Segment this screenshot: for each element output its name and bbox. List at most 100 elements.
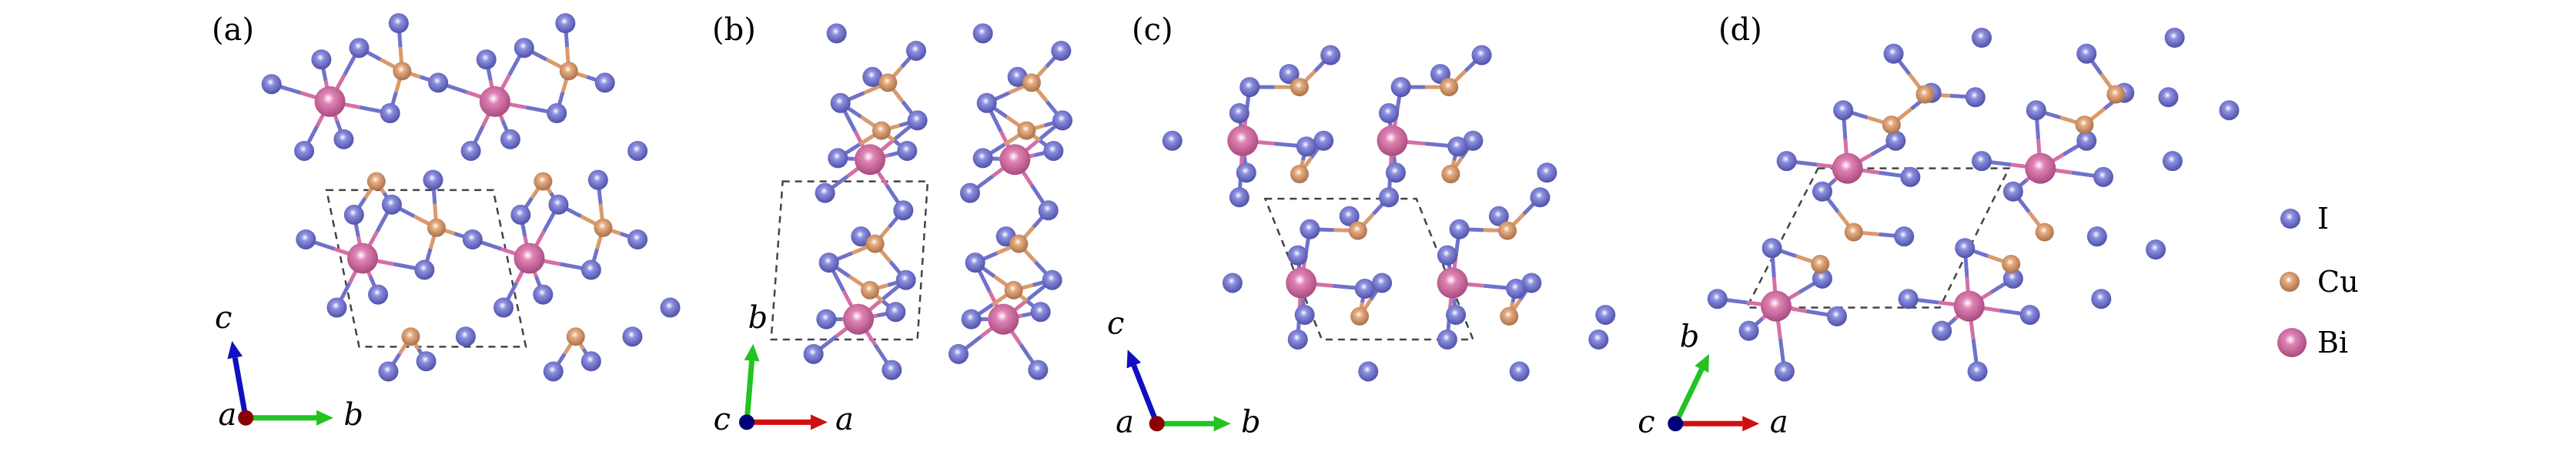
- iodine-atom: [830, 92, 851, 113]
- iodine-atom: [388, 13, 409, 34]
- a-arrowhead-icon: [1742, 416, 1760, 432]
- iodine-atom: [1509, 361, 1530, 382]
- iodine-atom: [862, 66, 883, 87]
- iodine-atom: [416, 351, 437, 372]
- iodine-atom: [500, 129, 520, 149]
- iodine-atom: [1030, 302, 1051, 323]
- iodine-atom: [555, 13, 576, 34]
- iodine-atom: [326, 297, 347, 318]
- iodine-atom: [2093, 166, 2114, 187]
- legend: I Cu Bi: [2277, 202, 2359, 360]
- iodine-atom: [378, 361, 399, 382]
- axis-label-up: c: [215, 300, 232, 336]
- iodine-atom: [1446, 304, 1467, 325]
- iodine-atom: [1372, 273, 1393, 293]
- iodine-atom: [1042, 269, 1062, 290]
- iodine-atom: [948, 343, 969, 364]
- bismuth-atom: [1286, 267, 1317, 299]
- copper-atom: [427, 218, 446, 237]
- iodine-atom: [580, 259, 601, 280]
- copper-atom: [559, 62, 578, 81]
- iodine-atom: [1300, 219, 1320, 239]
- iodine-atom: [1043, 140, 1064, 161]
- iodine-atom: [828, 148, 848, 169]
- iodine-atom: [1471, 45, 1492, 65]
- iodine-atom: [1812, 181, 1832, 202]
- axis-label-right: b: [1241, 405, 1261, 440]
- bismuth-atom: [1377, 125, 1408, 156]
- iodine-atom: [816, 309, 837, 330]
- iodine-atom: [533, 284, 554, 305]
- iodine-atom: [1595, 304, 1616, 325]
- iodine-atom: [1900, 166, 1921, 187]
- b-arrowhead-icon: [316, 410, 334, 426]
- iodine-atom: [1774, 361, 1795, 382]
- origin-axis-dot: [739, 414, 754, 430]
- iodine-atom: [1827, 306, 1848, 326]
- atoms: [1707, 27, 2240, 382]
- bonds: [270, 22, 638, 373]
- iodine-atom: [294, 140, 315, 161]
- iodine-atom: [1894, 226, 1915, 247]
- copper-atom: [366, 172, 386, 191]
- atoms: [803, 23, 1072, 380]
- panel-label: (a): [212, 12, 254, 48]
- iodine-atom: [1313, 130, 1334, 151]
- iodine-atom: [460, 140, 481, 161]
- iodine-atom: [2158, 87, 2179, 108]
- b-arrowhead-icon: [1213, 416, 1231, 432]
- iodine-atom: [2164, 27, 2185, 48]
- bismuth-atom: [314, 85, 346, 117]
- bismuth-atom: [479, 85, 510, 117]
- iodine-atom: [976, 92, 997, 113]
- iodine-atom: [1239, 77, 1260, 98]
- iodine-atom: [1354, 279, 1375, 299]
- iodine-atom: [803, 343, 824, 364]
- iodine-atom: [414, 259, 435, 280]
- axis-label-up: b: [1680, 319, 1700, 354]
- iodine-atom: [660, 297, 681, 318]
- b-axis-arrow: [1673, 368, 1705, 425]
- copper-atom: [1009, 234, 1029, 253]
- legend-label: Cu: [2317, 265, 2359, 299]
- iodine-atom: [1296, 136, 1316, 157]
- copper-atom: [1811, 254, 1830, 273]
- iodine-atom: [1521, 273, 1542, 293]
- iodine-atom: [476, 49, 497, 70]
- iodine-atom: [972, 148, 993, 169]
- c-arrowhead-icon: [1126, 350, 1142, 369]
- iodine-atom: [1530, 187, 1551, 208]
- iodine-atom: [1883, 43, 1904, 64]
- iodine-atom: [815, 182, 835, 203]
- iodine-atom: [1761, 238, 1782, 259]
- copper-atom: [534, 172, 553, 191]
- panel-label: (c): [1132, 12, 1173, 48]
- copper-atom: [594, 218, 613, 237]
- b-axis-arrow: [744, 360, 755, 423]
- iodine-atom: [1379, 187, 1400, 208]
- iodine-atom: [1437, 329, 1457, 350]
- iodine-atom: [2019, 304, 2040, 325]
- iodine-atom: [1965, 87, 1986, 108]
- iodine-atom: [1972, 151, 1992, 172]
- copper-atom: [1004, 280, 1023, 299]
- iodine-atom: [1358, 361, 1379, 382]
- iodine-atom: [2076, 43, 2097, 64]
- bismuth-atom: [1761, 290, 1792, 322]
- iodine-atom: [2076, 130, 2097, 151]
- copper-atom: [1500, 306, 1519, 326]
- copper-atom: [1017, 121, 1036, 140]
- iodine-atom: [547, 102, 567, 123]
- axis-label-origin: a: [218, 397, 236, 433]
- copper-atom: [861, 280, 879, 299]
- iodine-atom: [1537, 162, 1557, 183]
- legend-label: I: [2317, 202, 2329, 236]
- iodine-atom: [1339, 206, 1360, 226]
- copper-atom: [2106, 85, 2126, 104]
- iodine-atom: [548, 194, 569, 215]
- iodine-atom: [580, 351, 601, 372]
- iodine-atom: [1038, 200, 1059, 221]
- iodine-atom: [1294, 304, 1315, 325]
